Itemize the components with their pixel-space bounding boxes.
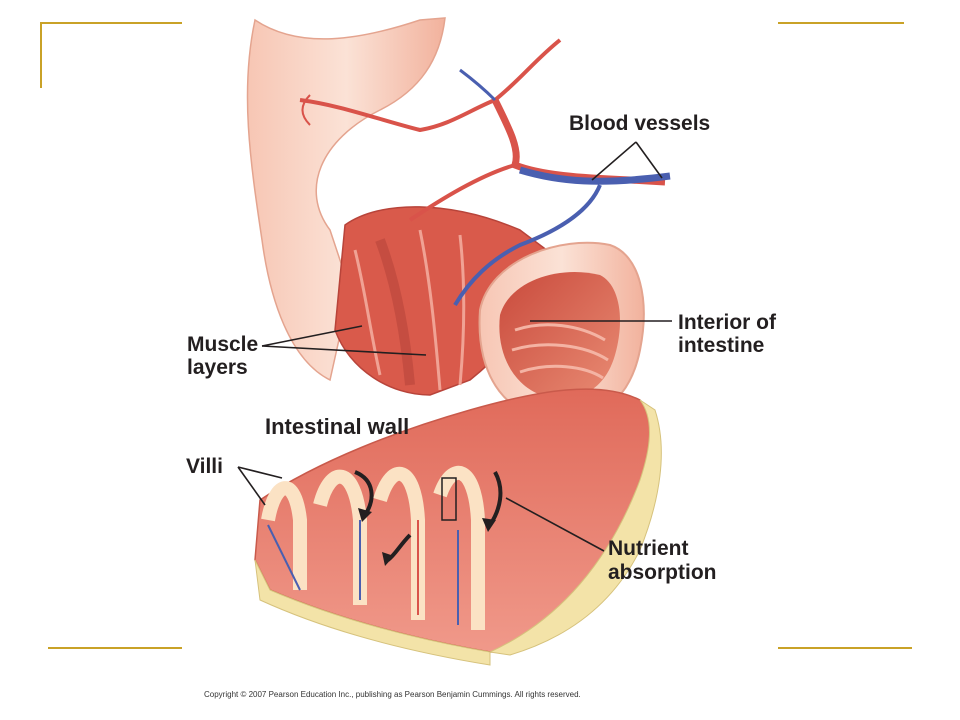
label-interior-line2: intestine xyxy=(678,334,765,357)
copyright-notice: Copyright © 2007 Pearson Education Inc.,… xyxy=(204,690,581,699)
frame-top-left-vertical xyxy=(40,22,42,88)
intestinal-wall-sheet xyxy=(254,388,662,666)
blood-vessels xyxy=(299,38,671,307)
frame-bottom-right-horizontal xyxy=(778,647,912,649)
label-villi: Villi xyxy=(186,455,223,478)
label-muscle-line2: layers xyxy=(187,356,248,379)
label-intestinal-wall: Intestinal wall xyxy=(265,414,410,439)
leader-lines xyxy=(237,141,672,552)
frame-top-right-horizontal xyxy=(778,22,904,24)
frame-bottom-left-horizontal xyxy=(48,647,182,649)
label-nutrient-line2: absorption xyxy=(608,561,717,584)
label-nutrient-line1: Nutrient xyxy=(608,537,689,560)
label-blood-vessels: Blood vessels xyxy=(569,112,711,135)
label-interior-line1: Interior of xyxy=(678,311,776,334)
intestine-tube xyxy=(246,17,446,382)
frame-top-left-horizontal xyxy=(40,22,182,24)
label-muscle-line1: Muscle xyxy=(187,333,259,356)
